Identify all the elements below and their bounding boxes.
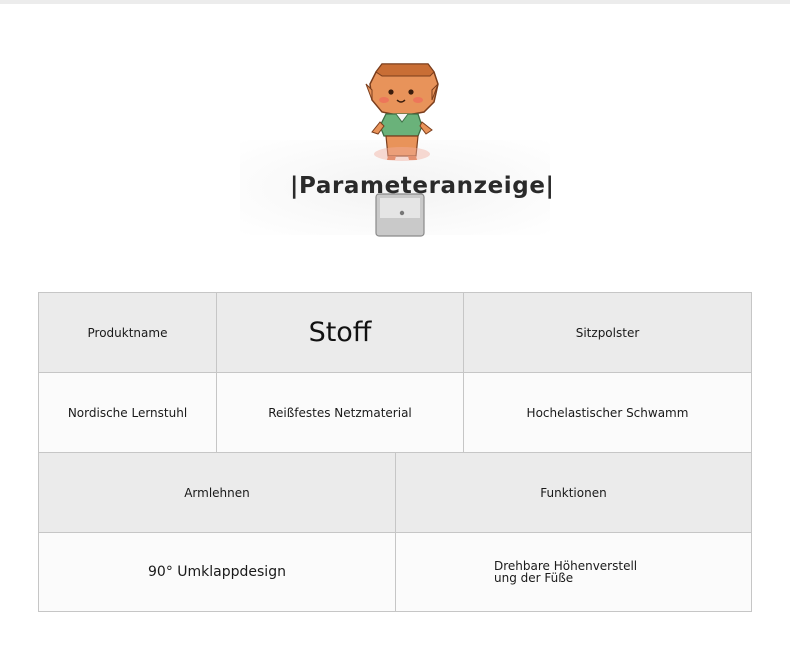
header-fabric: Stoff bbox=[216, 292, 464, 373]
value-seat-cushion: Hochelastischer Schwamm bbox=[463, 372, 752, 453]
value-functions-line-2: ung der Füße bbox=[494, 571, 574, 585]
value-product-name: Nordische Lernstuhl bbox=[38, 372, 217, 453]
page-title: |Parameteranzeige| bbox=[290, 173, 555, 199]
value-functions-line-1: Drehbare Höhenverstell bbox=[494, 559, 638, 573]
header-seat-cushion: Sitzpolster bbox=[463, 292, 752, 373]
gingerbread-mascot-icon bbox=[365, 63, 439, 237]
header-product-name: Produktname bbox=[38, 292, 217, 373]
value-armrests: 90° Umklappdesign bbox=[38, 532, 396, 612]
value-functions: Drehbare Höhenverstell ung der Füße bbox=[395, 532, 752, 612]
top-divider bbox=[0, 0, 790, 4]
parameter-table: Produktname Stoff Sitzpolster Nordische … bbox=[38, 292, 752, 612]
value-fabric: Reißfestes Netzmaterial bbox=[216, 372, 464, 453]
header-functions: Funktionen bbox=[395, 452, 752, 533]
header-armrests: Armlehnen bbox=[38, 452, 396, 533]
